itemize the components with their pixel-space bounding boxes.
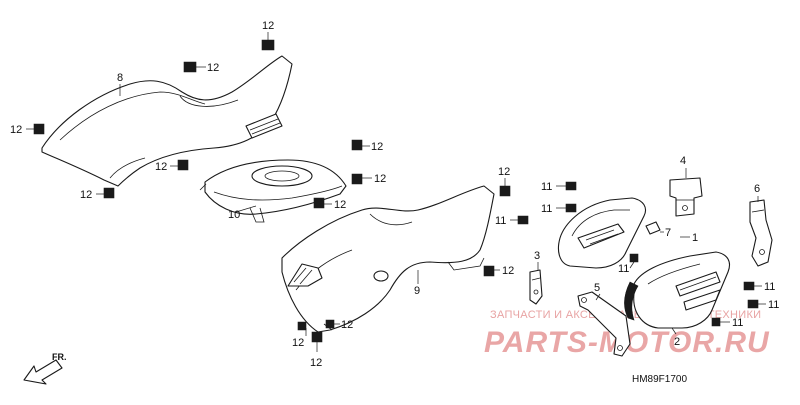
bolt-fasteners bbox=[33, 39, 759, 343]
callout-7: 7 bbox=[665, 227, 671, 239]
part-1-bracket-emblem bbox=[557, 197, 661, 269]
callout-11-b: 11 bbox=[541, 203, 552, 215]
callout-12-center-bottom: 12 bbox=[334, 199, 346, 211]
callout-12-bottom-right: 12 bbox=[341, 319, 353, 331]
callout-1: 1 bbox=[692, 232, 698, 244]
callout-12-center-right: 12 bbox=[374, 173, 386, 185]
callout-12-lower-left: 12 bbox=[80, 189, 92, 201]
callout-12-bottom: 12 bbox=[310, 357, 322, 369]
front-direction-arrow-icon bbox=[23, 359, 63, 385]
leader-lines bbox=[26, 32, 766, 352]
callout-12-top: 12 bbox=[262, 20, 274, 32]
callout-11-a: 11 bbox=[541, 181, 552, 193]
callout-11-g: 11 bbox=[732, 317, 743, 329]
callout-12-right-lower: 12 bbox=[502, 265, 514, 277]
callout-2: 2 bbox=[674, 336, 680, 348]
callout-11-c: 11 bbox=[495, 215, 506, 227]
part-3-stay bbox=[529, 269, 543, 305]
callout-12-left: 12 bbox=[10, 124, 22, 136]
callout-3: 3 bbox=[534, 250, 540, 262]
callout-8: 8 bbox=[117, 72, 123, 84]
callout-11-d: 11 bbox=[618, 263, 629, 275]
part-9-lower-side-cover bbox=[281, 185, 495, 333]
part-8-left-side-cover bbox=[41, 55, 293, 187]
part-2-louver-cover bbox=[624, 251, 731, 329]
diagram-code: HM89F1700 bbox=[632, 374, 687, 385]
part-10-center-cover bbox=[199, 159, 347, 223]
part-6-right-bracket bbox=[749, 199, 773, 267]
callout-11-f: 11 bbox=[768, 299, 779, 311]
part-4-clip-bracket bbox=[669, 177, 703, 217]
callout-5: 5 bbox=[594, 282, 600, 294]
callout-12-mid: 12 bbox=[155, 161, 167, 173]
callout-12-center-top: 12 bbox=[371, 141, 383, 153]
callout-4: 4 bbox=[680, 155, 686, 167]
callout-12-bottom-left: 12 bbox=[292, 337, 304, 349]
callout-10: 10 bbox=[228, 209, 240, 221]
callout-11-e: 11 bbox=[764, 281, 775, 293]
part-5-lower-bracket bbox=[577, 291, 631, 357]
callout-6: 6 bbox=[754, 183, 760, 195]
callout-12-right-top: 12 bbox=[498, 166, 510, 178]
callout-12-upper: 12 bbox=[207, 62, 219, 74]
front-direction-label: FR. bbox=[52, 352, 67, 362]
callout-9: 9 bbox=[414, 285, 420, 297]
